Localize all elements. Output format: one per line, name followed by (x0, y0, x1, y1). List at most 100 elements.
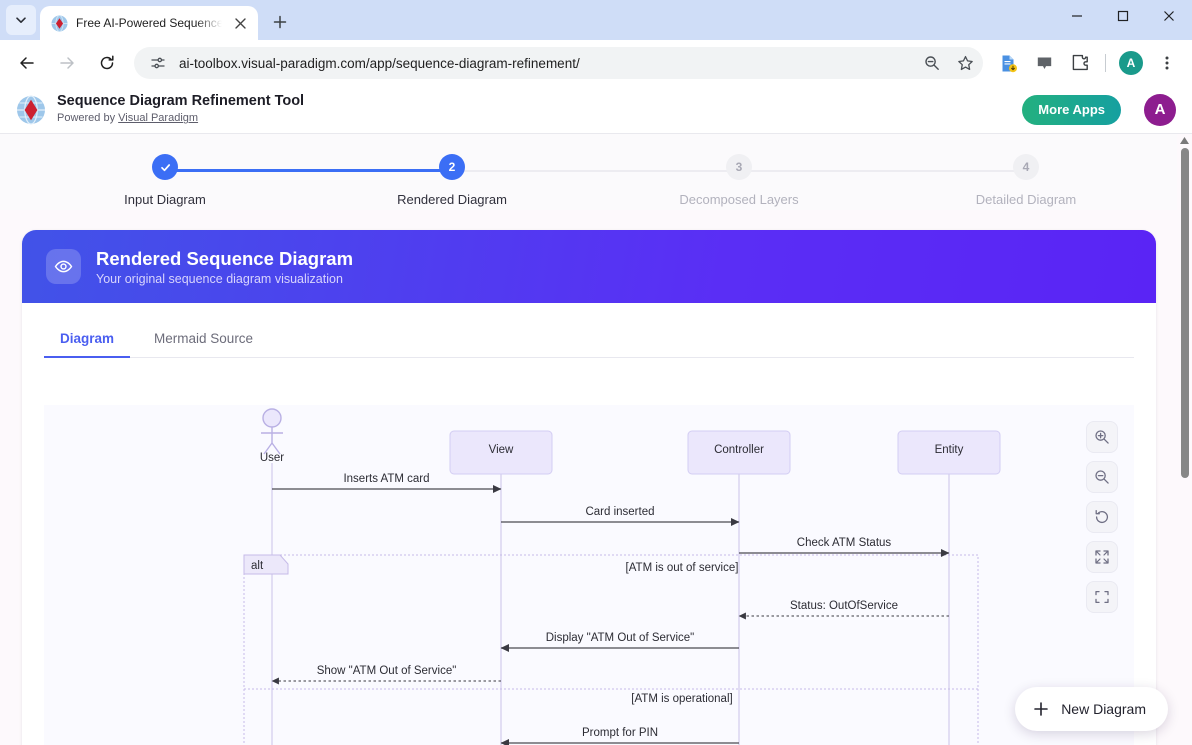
scrollbar-thumb[interactable] (1181, 148, 1189, 478)
progress-stepper: Input Diagram 2 Rendered Diagram 3 Decom… (0, 134, 1192, 210)
browser-toolbar: ai-toolbox.visual-paradigm.com/app/seque… (0, 40, 1192, 86)
message-2: Check ATM Status (739, 537, 950, 558)
browser-tab-title: Free AI-Powered Sequence Diag (76, 16, 222, 30)
step-label-4: Detailed Diagram (975, 192, 1077, 207)
tabs-row: Diagram Mermaid Source (44, 323, 1134, 358)
page-scrollbar[interactable] (1177, 134, 1192, 745)
window-controls (1054, 0, 1192, 40)
message-label: Check ATM Status (797, 537, 892, 549)
site-settings-icon[interactable] (146, 51, 170, 75)
sequence-diagram-svg: alt [ATM is out of service] [ATM is operat… (243, 408, 1001, 745)
address-bar-url: ai-toolbox.visual-paradigm.com/app/seque… (179, 55, 580, 71)
new-tab-button[interactable] (266, 8, 294, 36)
scroll-up-arrow-icon[interactable] (1177, 137, 1192, 144)
clipboard-extension-icon[interactable] (1029, 48, 1059, 78)
powered-by-prefix: Powered by (57, 112, 119, 125)
page-viewport: Sequence Diagram Refinement Tool Powered… (0, 86, 1192, 745)
zoom-out-icon[interactable] (1086, 461, 1118, 493)
page-body: Input Diagram 2 Rendered Diagram 3 Decom… (0, 134, 1192, 745)
svg-text:User: User (260, 452, 284, 464)
message-1: Card inserted (501, 506, 740, 527)
alt-fragment-box (243, 554, 979, 745)
extensions-puzzle-icon[interactable] (1065, 48, 1095, 78)
participant-view: View (449, 430, 553, 475)
back-button[interactable] (11, 47, 43, 79)
profile-initial: A (1119, 51, 1143, 75)
address-bar[interactable]: ai-toolbox.visual-paradigm.com/app/seque… (134, 47, 983, 79)
browser-menu-icon[interactable] (1152, 48, 1182, 78)
window-close-button[interactable] (1146, 0, 1192, 32)
card-header: Rendered Sequence Diagram Your original … (22, 230, 1156, 303)
message-6: Prompt for PIN (500, 727, 739, 745)
message-label: Status: OutOfService (790, 600, 898, 612)
powered-by-text: Powered by Visual Paradigm (57, 111, 1011, 126)
plus-icon (1033, 701, 1049, 717)
stepper-step-decomposed-layers[interactable]: 3 Decomposed Layers (659, 154, 819, 207)
visual-paradigm-logo-icon (16, 94, 46, 125)
more-apps-button[interactable]: More Apps (1022, 94, 1121, 125)
zoom-toolbar (1086, 421, 1118, 613)
alt-fragment-label: alt (251, 560, 264, 572)
diagram-canvas[interactable]: alt [ATM is out of service] [ATM is operat… (44, 405, 1134, 745)
stepper-line-1-2 (165, 169, 452, 172)
tab-diagram[interactable]: Diagram (44, 323, 131, 358)
stepper-step-input-diagram[interactable]: Input Diagram (85, 154, 245, 207)
participant-user: User (260, 408, 284, 464)
stepper-line-3-4 (739, 169, 1026, 172)
step-label-3: Decomposed Layers (679, 192, 799, 207)
app-title-block: Sequence Diagram Refinement Tool Powered… (57, 93, 1011, 126)
visual-paradigm-link[interactable]: Visual Paradigm (118, 112, 199, 125)
forward-button[interactable] (51, 47, 83, 79)
page-title: Sequence Diagram Refinement Tool (57, 92, 305, 109)
app-header: Sequence Diagram Refinement Tool Powered… (0, 86, 1192, 134)
alt-condition-0: [ATM is out of service] (626, 562, 739, 574)
zoom-search-icon[interactable] (920, 51, 944, 75)
fit-frame-icon[interactable] (1086, 581, 1118, 613)
tab-mermaid-source[interactable]: Mermaid Source (138, 323, 269, 358)
browser-tabstrip: Free AI-Powered Sequence Diag (0, 0, 1192, 40)
alt-fragment-label-box (243, 554, 289, 575)
participant-controller: Controller (687, 430, 791, 475)
message-label: Prompt for PIN (582, 727, 658, 739)
avatar[interactable]: A (1144, 93, 1176, 126)
stepper-step-rendered-diagram[interactable]: 2 Rendered Diagram (372, 154, 532, 207)
message-label: Inserts ATM card (343, 473, 429, 485)
visual-paradigm-favicon (51, 14, 68, 32)
svg-text:View: View (489, 444, 514, 456)
bookmark-star-icon[interactable] (953, 51, 977, 75)
browser-tab[interactable]: Free AI-Powered Sequence Diag (40, 6, 258, 40)
reload-button[interactable] (91, 47, 123, 79)
rendered-diagram-card: Rendered Sequence Diagram Your original … (22, 230, 1156, 745)
message-label: Card inserted (585, 506, 654, 518)
stepper-line-2-3 (452, 169, 739, 172)
card-header-text: Rendered Sequence Diagram Your original … (96, 247, 353, 286)
stepper-track: Input Diagram 2 Rendered Diagram 3 Decom… (0, 134, 1192, 210)
message-label: Show "ATM Out of Service" (317, 665, 457, 677)
message-0: Inserts ATM card (272, 473, 502, 494)
alt-condition-1: [ATM is operational] (631, 693, 732, 705)
step-circle-1 (152, 154, 178, 180)
toolbar-divider (1105, 54, 1106, 72)
expand-arrows-icon[interactable] (1086, 541, 1118, 573)
window-maximize-button[interactable] (1100, 0, 1146, 32)
close-icon[interactable] (230, 13, 250, 33)
new-diagram-button[interactable]: New Diagram (1015, 687, 1168, 731)
step-circle-2: 2 (439, 154, 465, 180)
browser-profile-avatar[interactable]: A (1116, 48, 1146, 78)
step-circle-4: 4 (1013, 154, 1039, 180)
extension-doc-icon[interactable] (993, 48, 1023, 78)
step-label-2: Rendered Diagram (397, 192, 507, 207)
reset-rotate-icon[interactable] (1086, 501, 1118, 533)
message-3: Status: OutOfService (738, 600, 949, 620)
window-minimize-button[interactable] (1054, 0, 1100, 32)
step-label-1: Input Diagram (124, 192, 206, 207)
eye-icon (46, 249, 81, 284)
participant-entity: Entity (897, 430, 1001, 475)
stepper-step-detailed-diagram[interactable]: 4 Detailed Diagram (946, 154, 1106, 207)
new-diagram-label: New Diagram (1061, 701, 1146, 717)
card-tabs-panel: Diagram Mermaid Source (22, 303, 1156, 358)
tab-search-button[interactable] (6, 5, 36, 35)
zoom-in-icon[interactable] (1086, 421, 1118, 453)
card-title: Rendered Sequence Diagram (96, 247, 354, 269)
